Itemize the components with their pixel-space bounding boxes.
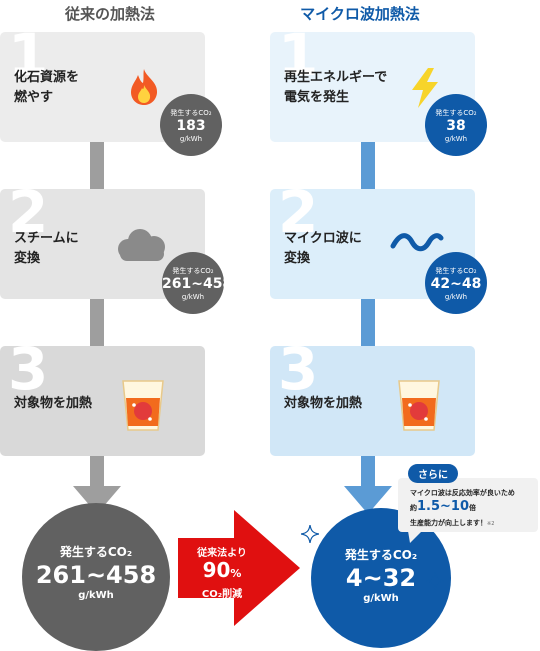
- right-connector-2-3: [361, 299, 375, 348]
- left-step-1-co2-badge: 発生するCO₂ 183 g/kWh: [160, 94, 222, 156]
- right-step-1-co2-badge: 発生するCO₂ 38 g/kWh: [425, 94, 487, 156]
- flame-icon: [131, 69, 158, 105]
- sparkle-icon: [301, 525, 319, 543]
- right-step-3-card: 3 対象物を加熱: [270, 340, 475, 456]
- callout-tag: さらに: [408, 464, 458, 483]
- step-label: 対象物を加熱: [14, 396, 93, 411]
- reduction-text: 従来法より 90% CO₂削減: [197, 548, 247, 600]
- left-connector-2-3: [90, 299, 104, 348]
- step-number: 1: [278, 21, 319, 89]
- efficiency-callout: さらに マイクロ波は反応効率が良いため 約1.5~10倍 生産能力が向上します！…: [398, 464, 538, 532]
- left-step-3-card: 3 対象物を加熱: [0, 340, 205, 456]
- right-down-arrow: [344, 456, 392, 514]
- step-number: 2: [278, 178, 319, 246]
- right-step-2-card: 2 マイクロ波に変換: [270, 183, 475, 299]
- left-step-2-co2-badge: 発生するCO₂ 261~458 g/kWh: [162, 252, 232, 314]
- callout-line-1: マイクロ波は反応効率が良いため: [410, 489, 515, 497]
- right-step-2-co2-badge: 発生するCO₂ 42~48 g/kWh: [425, 252, 487, 314]
- step-number: 1: [8, 21, 49, 89]
- callout-pointer: [408, 531, 422, 543]
- step-label: 再生エネルギーで電気を発生: [284, 70, 388, 105]
- step-number: 3: [278, 335, 319, 403]
- sparkle-icon: [426, 572, 444, 590]
- wave-icon: [390, 233, 444, 252]
- heated-cup-icon: [398, 380, 440, 431]
- step-label: 化石資源を燃やす: [14, 70, 80, 105]
- heated-cup-icon: [122, 380, 164, 431]
- step-label: マイクロ波に変換: [284, 231, 362, 266]
- lightning-icon: [412, 68, 438, 108]
- cloud-icon: [118, 229, 165, 261]
- step-number: 3: [8, 335, 49, 403]
- right-connector-1-2: [361, 141, 375, 191]
- left-down-arrow: [73, 456, 121, 514]
- left-total-co2-circle: 発生するCO₂ 261~458 g/kWh: [22, 503, 170, 651]
- left-connector-1-2: [90, 141, 104, 191]
- step-label: 対象物を加熱: [284, 396, 363, 411]
- step-label: スチームに変換: [14, 231, 79, 266]
- callout-line-3: 生産能力が向上します！※2: [410, 519, 495, 527]
- callout-line-2: 約1.5~10倍: [410, 499, 477, 514]
- conventional-method-title: 従来の加熱法: [64, 5, 155, 23]
- reduction-arrow: [178, 510, 300, 626]
- microwave-method-title: マイクロ波加熱法: [300, 5, 420, 23]
- step-number: 2: [8, 178, 49, 246]
